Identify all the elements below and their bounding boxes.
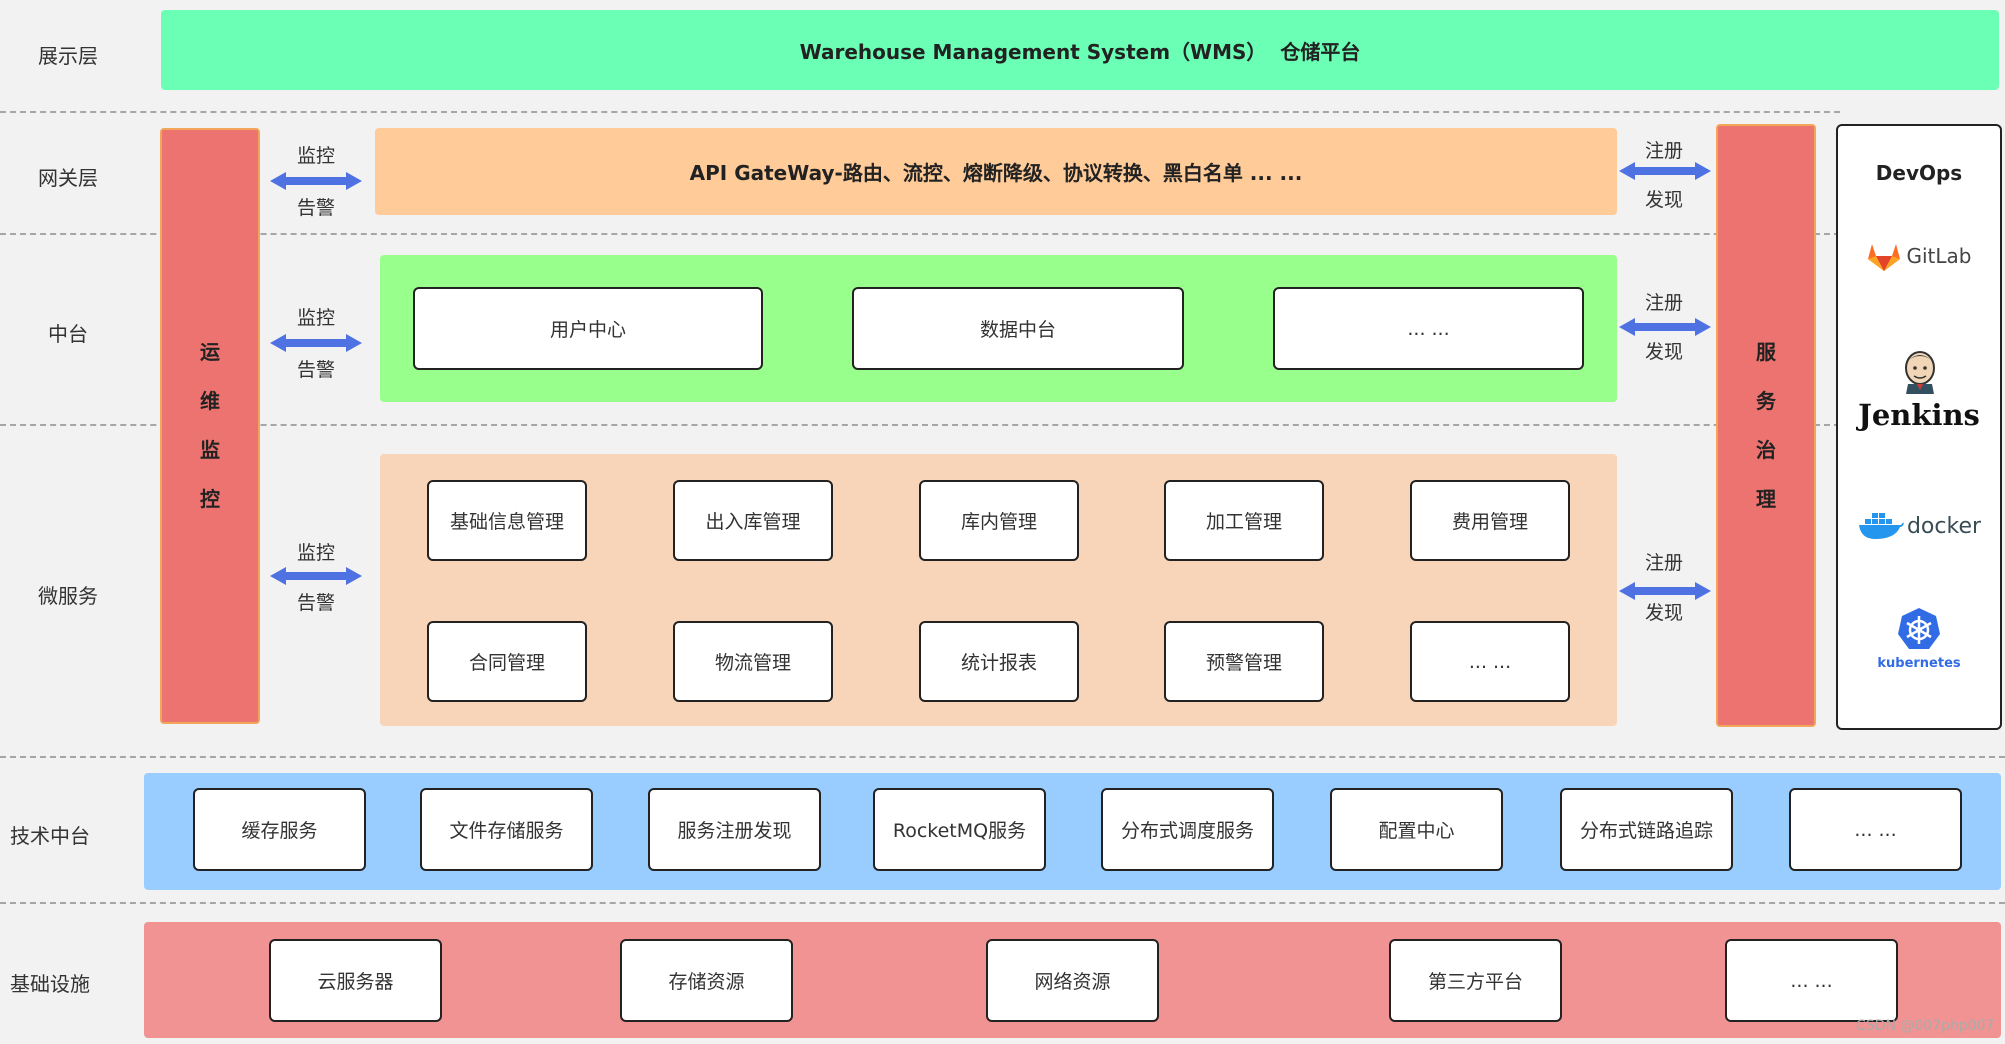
monitor-label: 监控: [297, 542, 336, 564]
gateway-band: API GateWay-路由、流控、熔断降级、协议转换、黑白名单 ... ...: [375, 128, 1617, 215]
kubernetes-label: kubernetes: [1877, 656, 1961, 671]
presentation-title: Warehouse Management System（WMS） 仓储平台: [799, 39, 1361, 64]
infra-box: 第三方平台: [1389, 939, 1562, 1022]
double-arrow-icon: [1619, 318, 1711, 336]
layer-label-tech-platform: 技术中台: [10, 824, 90, 848]
jenkins-label: Jenkins: [1858, 398, 1980, 432]
middle-box-more: ... ...: [1273, 287, 1584, 370]
presentation-band: Warehouse Management System（WMS） 仓储平台: [161, 10, 1999, 90]
tech-box: 分布式链路追踪: [1560, 788, 1733, 871]
separator-2: [0, 233, 1840, 235]
separator-3: [0, 424, 1840, 426]
register-label: 注册: [1645, 552, 1684, 574]
separator-5: [0, 902, 2005, 904]
kubernetes-icon: [1898, 608, 1940, 649]
discover-label: 发现: [1645, 189, 1684, 211]
service-governance-char: 治: [1756, 437, 1776, 462]
microservice-box: 统计报表: [919, 621, 1079, 702]
gateway-title: API GateWay-路由、流控、熔断降级、协议转换、黑白名单 ... ...: [689, 161, 1303, 185]
jenkins-logo: Jenkins: [1838, 348, 2000, 438]
service-governance-char: 务: [1756, 388, 1776, 413]
ops-monitor-char: 监: [200, 438, 220, 462]
docker-icon: [1858, 513, 1904, 539]
discover-label: 发现: [1645, 341, 1684, 363]
layer-label-gateway: 网关层: [38, 166, 98, 190]
service-governance-bar: 服 务 治 理: [1716, 124, 1816, 727]
alert-label: 告警: [297, 359, 336, 381]
double-arrow-icon: [270, 334, 362, 352]
tech-box: ... ...: [1789, 788, 1962, 871]
tech-box: 服务注册发现: [648, 788, 821, 871]
layer-label-middle: 中台: [48, 322, 88, 346]
double-arrow-icon: [270, 567, 362, 585]
separator-1: [0, 111, 1840, 113]
devops-title: DevOps: [1875, 161, 1963, 185]
tech-box: 缓存服务: [193, 788, 366, 871]
register-label: 注册: [1645, 140, 1684, 162]
middle-box-data-platform: 数据中台: [852, 287, 1184, 370]
microservice-box: 费用管理: [1410, 480, 1570, 561]
ops-monitor-char: 运: [200, 340, 220, 364]
docker-logo: docker: [1838, 506, 2000, 546]
layer-label-microservice: 微服务: [38, 584, 98, 608]
microservice-box: 出入库管理: [673, 480, 833, 561]
ops-monitor-char: 维: [200, 389, 220, 413]
ops-monitor-bar: 运 维 监 控: [160, 128, 260, 724]
double-arrow-icon: [270, 172, 362, 190]
discover-label: 发现: [1645, 602, 1684, 624]
devops-panel: DevOps GitLab Jenkins: [1836, 124, 2002, 730]
register-label: 注册: [1645, 292, 1684, 314]
separator-4: [0, 756, 2005, 758]
double-arrow-icon: [1619, 582, 1711, 600]
infra-box: 云服务器: [269, 939, 442, 1022]
kubernetes-logo: kubernetes: [1838, 606, 2000, 676]
microservice-box: 加工管理: [1164, 480, 1324, 561]
gitlab-icon: [1867, 244, 1900, 271]
tech-box: 文件存储服务: [420, 788, 593, 871]
infra-box: 存储资源: [620, 939, 793, 1022]
infra-box: ... ...: [1725, 939, 1898, 1022]
microservice-box: 库内管理: [919, 480, 1079, 561]
alert-label: 告警: [297, 197, 336, 219]
middle-box-user-center: 用户中心: [413, 287, 763, 370]
monitor-label: 监控: [297, 307, 336, 329]
microservice-box: ... ...: [1410, 621, 1570, 702]
tech-box: 配置中心: [1330, 788, 1503, 871]
microservice-box: 合同管理: [427, 621, 587, 702]
monitor-label: 监控: [297, 145, 336, 167]
tech-box: 分布式调度服务: [1101, 788, 1274, 871]
alert-label: 告警: [297, 592, 336, 614]
ops-monitor-char: 控: [200, 487, 220, 511]
infra-box: 网络资源: [986, 939, 1159, 1022]
tech-box: RocketMQ服务: [873, 788, 1046, 871]
service-governance-char: 理: [1756, 486, 1776, 511]
jenkins-icon: [1905, 351, 1935, 394]
layer-label-infrastructure: 基础设施: [10, 972, 90, 996]
service-governance-char: 服: [1756, 339, 1776, 364]
double-arrow-icon: [1619, 162, 1711, 180]
layer-label-presentation: 展示层: [38, 44, 98, 68]
gitlab-logo: GitLab: [1838, 238, 2000, 274]
microservice-box: 物流管理: [673, 621, 833, 702]
watermark: CSDN @007php007: [1856, 1018, 1995, 1034]
microservice-box: 基础信息管理: [427, 480, 587, 561]
microservice-box: 预警管理: [1164, 621, 1324, 702]
docker-label: docker: [1906, 513, 1982, 539]
gitlab-label: GitLab: [1906, 244, 1972, 268]
